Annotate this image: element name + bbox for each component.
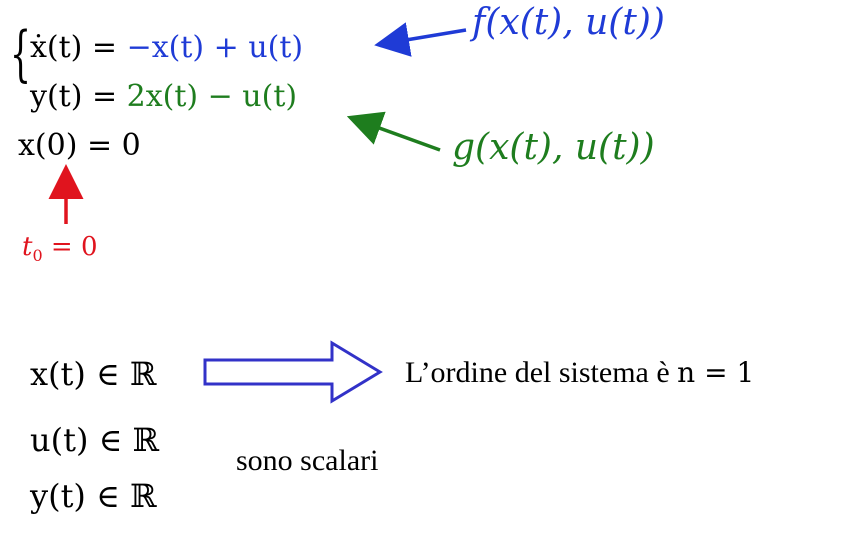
order-statement: L’ordine del sistema è n = 1 <box>405 358 754 388</box>
output-equation-rhs: 2x(t) − u(t) <box>126 79 298 114</box>
state-equation: ẋ(t) = −x(t) + u(t) <box>30 33 303 63</box>
state-equation-lhs: ẋ(t) = <box>30 30 127 65</box>
implies-block-arrow <box>203 340 383 404</box>
t0-label-rest: = 0 <box>42 232 98 262</box>
t0-label-sub: 0 <box>32 246 43 266</box>
u-domain: u(t) ∈ ℝ <box>30 421 160 459</box>
f-arrow <box>374 22 467 57</box>
system-brace: { <box>10 19 32 89</box>
state-equation-rhs: −x(t) + u(t) <box>126 30 304 65</box>
x-domain: x(t) ∈ ℝ <box>30 355 157 393</box>
g-arrow <box>346 111 441 152</box>
t0-label-base: t <box>22 232 33 262</box>
f-label: f(x(t), u(t)) <box>472 2 665 43</box>
output-equation-lhs: y(t) = <box>30 79 127 114</box>
initial-condition: x(0) = 0 <box>18 128 141 163</box>
t0-label: t0 = 0 <box>22 234 98 264</box>
output-equation: y(t) = 2x(t) − u(t) <box>30 82 297 112</box>
scalars-text: sono scalari <box>236 444 379 477</box>
order-statement-math: n = 1 <box>677 356 755 389</box>
order-statement-text: L’ordine del sistema è <box>405 356 678 389</box>
g-label: g(x(t), u(t)) <box>452 127 655 168</box>
y-domain: y(t) ∈ ℝ <box>30 477 157 515</box>
